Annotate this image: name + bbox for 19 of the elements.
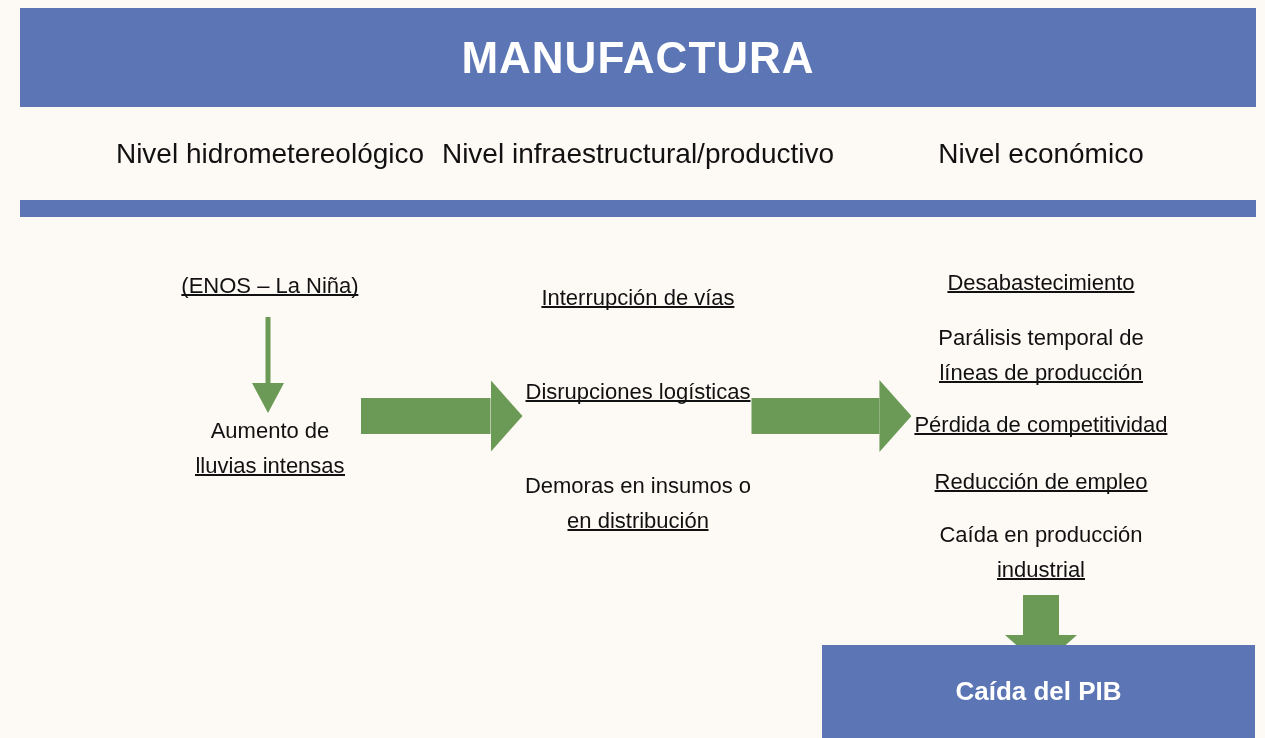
title: MANUFACTURA [461, 32, 815, 83]
effect-text: (ENOS – La Niña) [181, 272, 359, 300]
effect-text: Caída en producción industrial [938, 521, 1144, 584]
result-box: Caída del PIB [822, 645, 1255, 738]
arrow [751, 380, 912, 452]
column-heading: Nivel económico [938, 138, 1144, 170]
effect-text: Reducción de empleo [934, 468, 1148, 496]
arrow [252, 317, 284, 413]
effect-text: Disrupciones logísticas [525, 378, 751, 406]
effect-text: Pérdida de competitividad [914, 411, 1168, 439]
column-heading: Nivel hidrometereológico [115, 138, 425, 170]
effect-text: Aumento de lluvias intensas [194, 417, 346, 480]
arrow [361, 380, 523, 452]
effect-text: Interrupción de vías [541, 284, 735, 312]
effect-text: Parálisis temporal de líneas de producción [937, 324, 1145, 387]
effect-text: Desabastecimiento [947, 269, 1135, 297]
column-heading: Nivel infraestructural/productivo [441, 138, 835, 170]
effect-text: Demoras en insumos o en distribución [523, 472, 753, 535]
divider-bar [20, 200, 1256, 217]
